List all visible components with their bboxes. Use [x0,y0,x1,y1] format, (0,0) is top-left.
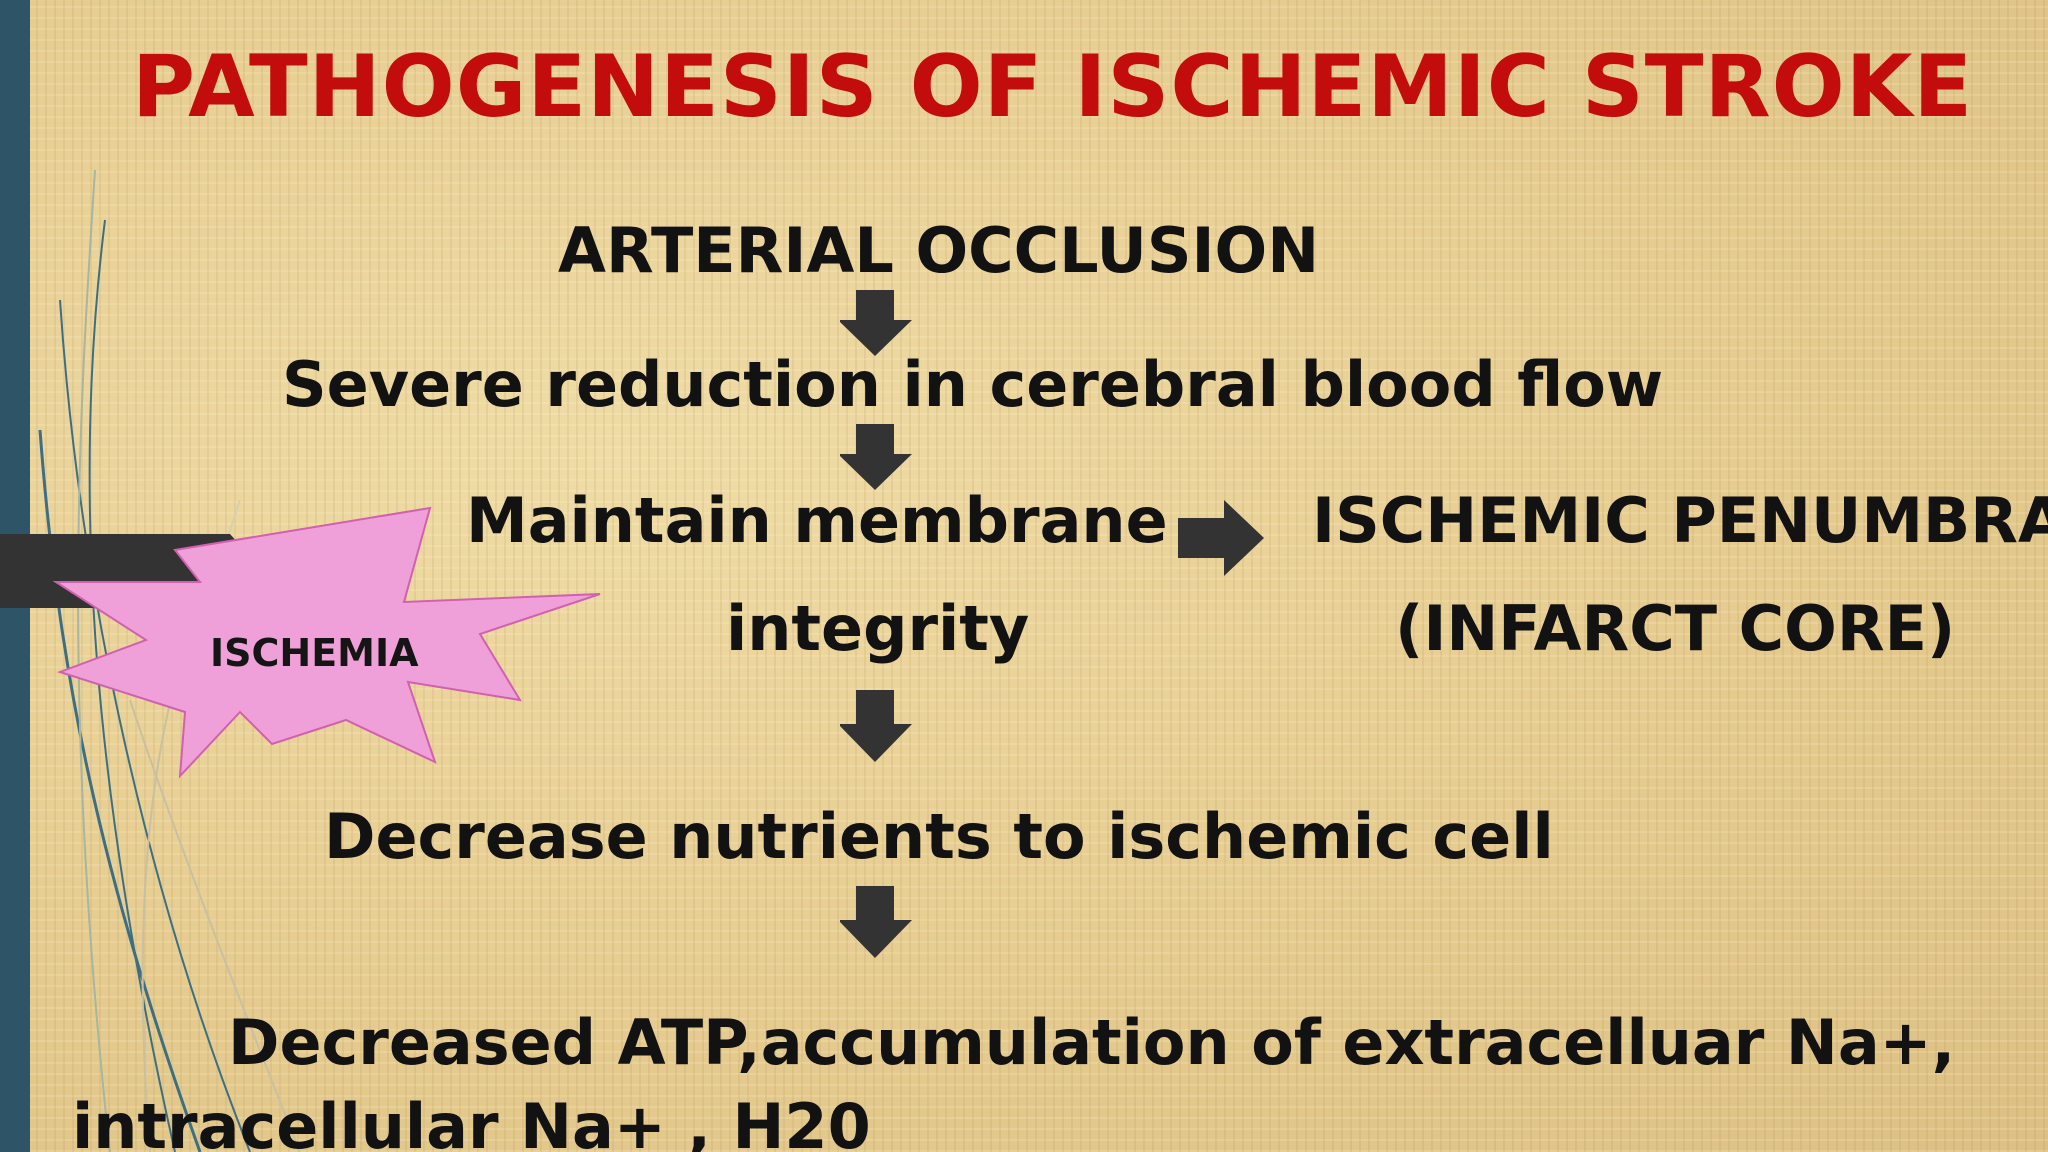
blood-flow-reduction-node: Severe reduction in cerebral blood flow [282,348,1664,421]
down-arrow-icon [840,886,912,958]
membrane-integrity-node-line2: integrity [726,592,1030,665]
membrane-integrity-node-line1: Maintain membrane [466,484,1168,557]
ischemia-label: ISCHEMIA [210,631,419,675]
decreased-atp-node-line2: intracellular Na+ , H20 [72,1090,871,1152]
slide-title: PATHOGENESIS OF ISCHEMIC STROKE [132,37,1974,137]
ischemic-penumbra-node: ISCHEMIC PENUMBRA [1312,484,2048,557]
right-arrow-icon [1178,500,1264,576]
arterial-occlusion-node: ARTERIAL OCCLUSION [558,214,1320,287]
down-arrow-icon [840,690,912,762]
decrease-nutrients-node: Decrease nutrients to ischemic cell [324,800,1554,873]
down-arrow-icon [840,424,912,490]
decreased-atp-node-line1: Decreased ATP,accumulation of extracellu… [228,1006,1956,1079]
down-arrow-icon [840,290,912,356]
infarct-core-node: (INFARCT CORE) [1395,592,1956,665]
